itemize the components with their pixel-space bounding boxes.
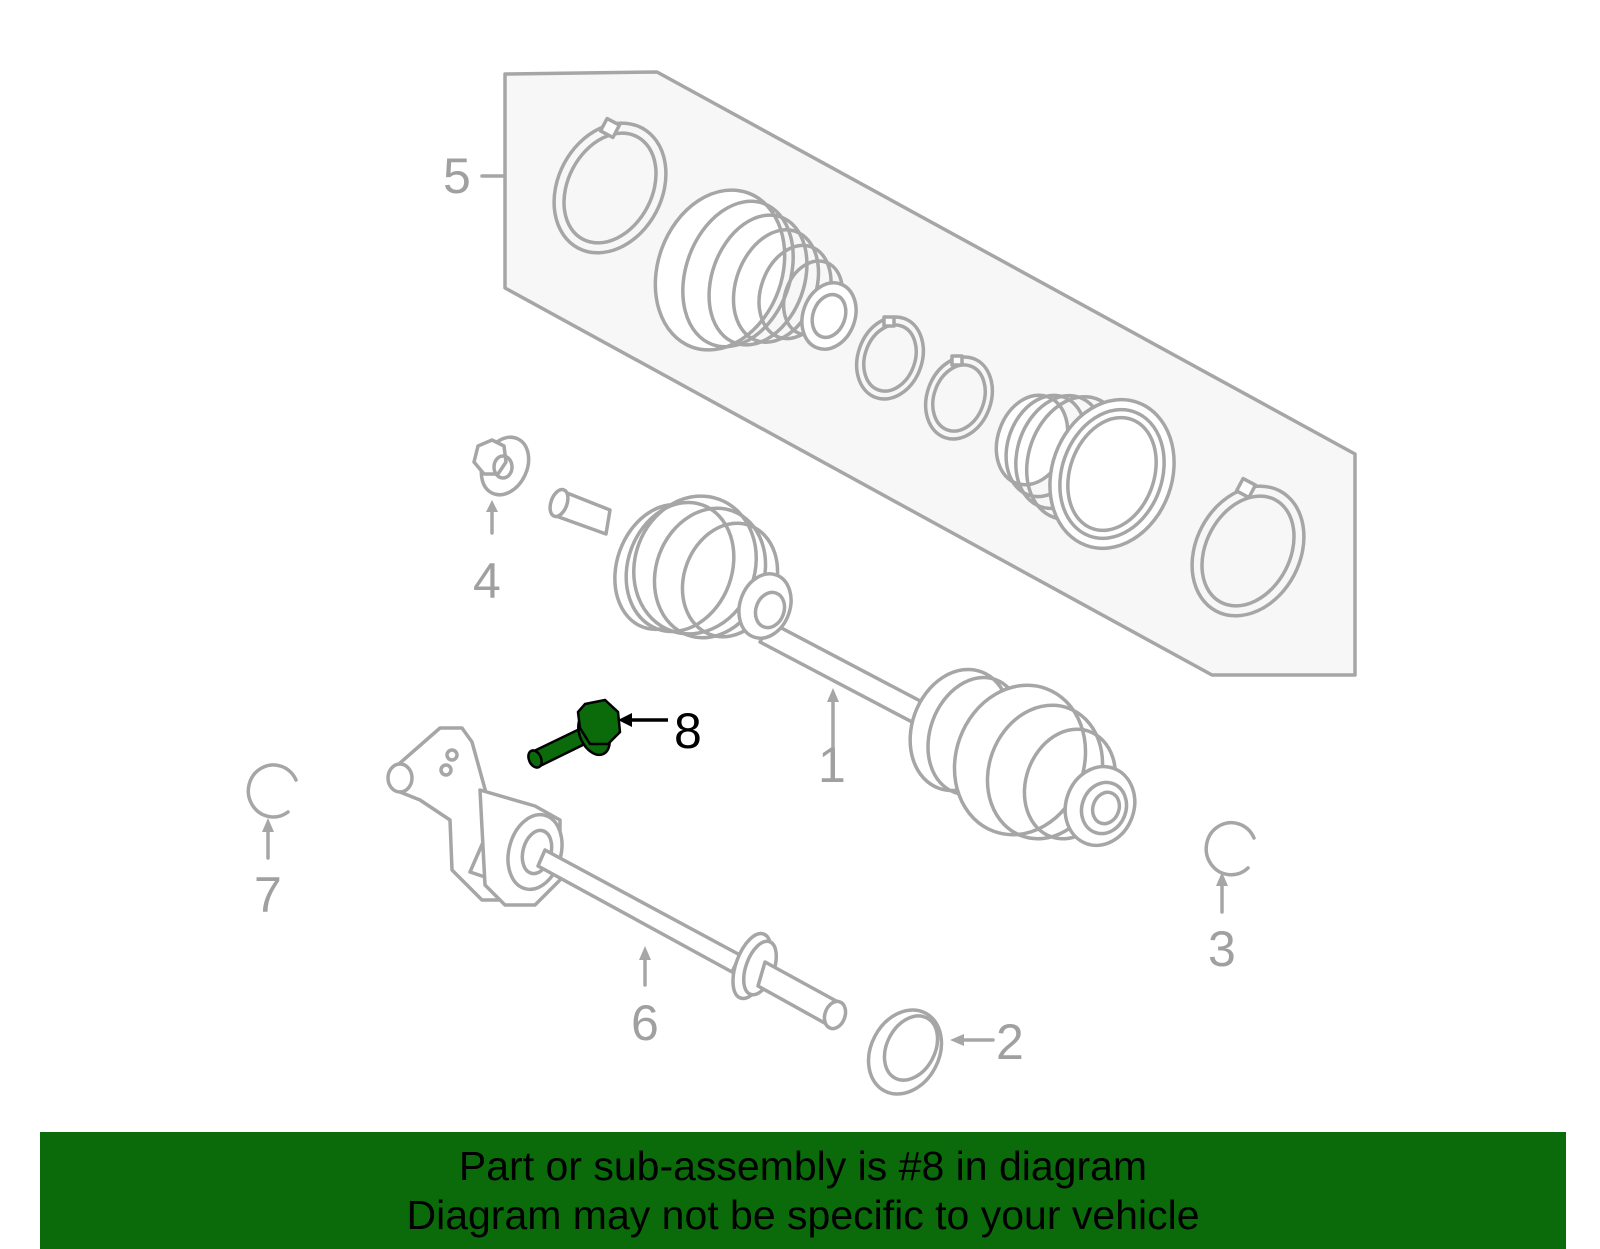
boot-clamp-large-1 <box>552 121 668 255</box>
boot-clamp-large-2 <box>1190 484 1306 618</box>
banner-line-2: Diagram may not be specific to your vehi… <box>406 1192 1200 1238</box>
callout-1: 1 <box>818 737 846 793</box>
part-7-circlip[interactable] <box>246 763 298 860</box>
part-3-circlip[interactable] <box>1204 820 1256 914</box>
boot-clamp-small-2 <box>923 355 995 441</box>
banner-line-1: Part or sub-assembly is #8 in diagram <box>458 1143 1148 1189</box>
part-4-nut[interactable] <box>472 430 537 535</box>
callout-8: 8 <box>674 703 702 759</box>
part-5-boot-kit[interactable] <box>480 70 1357 677</box>
callout-5: 5 <box>443 148 471 204</box>
part-6-intermediate-shaft[interactable] <box>386 726 849 1032</box>
callout-4: 4 <box>473 553 501 609</box>
part-8-bolt[interactable] <box>526 698 668 770</box>
callout-7: 7 <box>254 867 282 923</box>
callout-2: 2 <box>996 1014 1024 1070</box>
callout-6: 6 <box>631 995 659 1051</box>
outer-boot <box>653 188 858 352</box>
callout-3: 3 <box>1208 921 1236 977</box>
part-1-axle-shaft[interactable] <box>547 479 1146 856</box>
info-banner: Part or sub-assembly is #8 in diagram Di… <box>40 1132 1566 1249</box>
boot-clamp-small-1 <box>854 315 926 401</box>
part-2-seal[interactable] <box>854 997 995 1107</box>
inner-boot <box>994 393 1176 551</box>
